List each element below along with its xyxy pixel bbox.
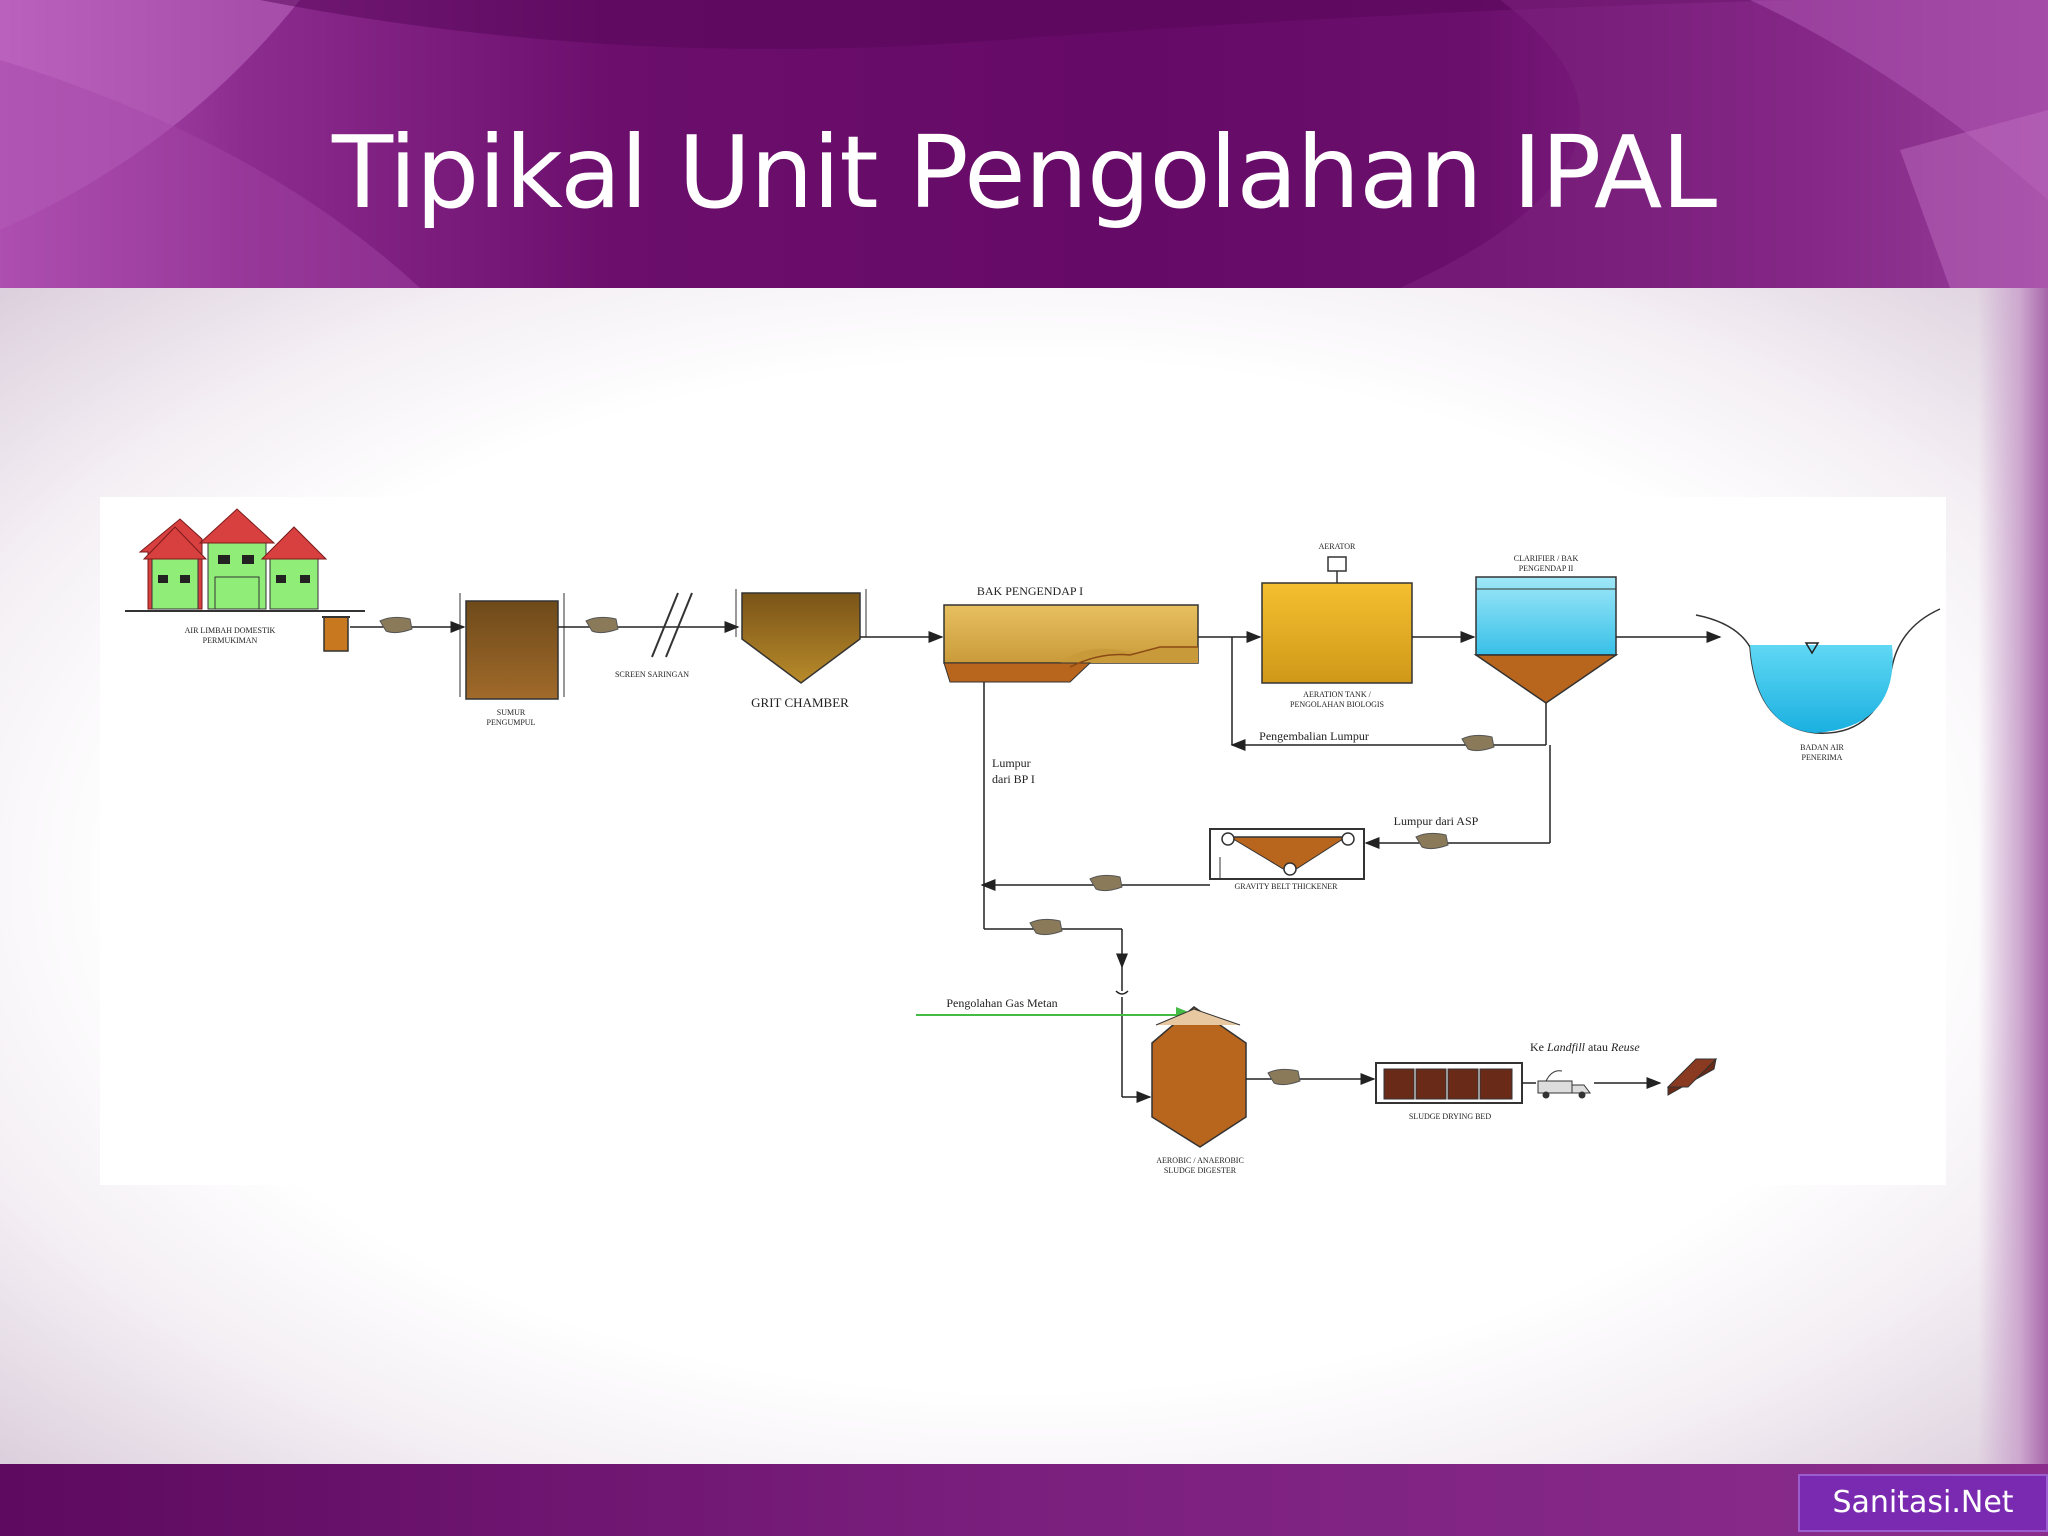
- bak-pengendap-1: [943, 604, 1199, 683]
- lumpur-bp-label: Lumpur: [992, 756, 1031, 770]
- screen-bar: [665, 592, 693, 658]
- badan-air-label: BADAN AIR: [1800, 743, 1844, 752]
- inlet-box: [323, 616, 349, 652]
- header-decoration: [0, 0, 2048, 288]
- pengembalian-label: Pengembalian Lumpur: [1259, 729, 1369, 743]
- thickener-label: GRAVITY BELT THICKENER: [1235, 882, 1339, 891]
- aeration-label: AERATION TANK /: [1303, 690, 1371, 699]
- source-label: AIR LIMBAH DOMESTIK: [185, 626, 276, 635]
- screen-label: SCREEN SARINGAN: [615, 670, 689, 679]
- sumur-pengumpul: [465, 600, 559, 700]
- sumur-label-2: PENGUMPUL: [487, 718, 536, 727]
- pump-icon: [379, 616, 413, 634]
- grit-label: GRIT CHAMBER: [751, 695, 849, 710]
- lumpur-bp-label-2: dari BP I: [992, 772, 1035, 786]
- houses-icon: [138, 508, 328, 610]
- aeration-tank: [1261, 582, 1413, 684]
- sludge-drying-bed: [1375, 1062, 1523, 1104]
- footer-bar: [0, 1464, 2048, 1536]
- gas-metan-label: Pengolahan Gas Metan: [946, 996, 1057, 1010]
- source-label-2: PERMUKIMAN: [203, 636, 258, 645]
- aerator-icon: [1327, 556, 1347, 572]
- slide-title: Tipikal Unit Pengolahan IPAL: [331, 114, 1717, 231]
- digester-label: AEROBIC / ANAEROBIC: [1156, 1156, 1244, 1165]
- pump-icon: [1029, 918, 1063, 936]
- clarifier-label-2: PENGENDAP II: [1519, 564, 1574, 573]
- header-banner: Tipikal Unit Pengolahan IPAL: [0, 0, 2048, 288]
- bak-pengendap-label: BAK PENGENDAP I: [977, 584, 1083, 598]
- water-level-icon: [1804, 642, 1820, 655]
- brand-badge: Sanitasi.Net: [1798, 1474, 2048, 1532]
- sumur-label: SUMUR: [497, 708, 526, 717]
- process-flow-svg: AIR LIMBAH DOMESTIK PERMUKIMAN SUMUR PEN…: [125, 508, 1941, 1175]
- pump-icon: [1415, 832, 1449, 850]
- pump-icon: [585, 616, 619, 634]
- sludge-digester: [1151, 1006, 1247, 1148]
- side-decoration: [1978, 288, 2048, 1464]
- landfill-label: Ke Landfill atau Reuse: [1530, 1040, 1640, 1054]
- digester-label-2: SLUDGE DIGESTER: [1164, 1166, 1237, 1175]
- process-diagram: AIR LIMBAH DOMESTIK PERMUKIMAN SUMUR PEN…: [100, 497, 1946, 1185]
- clarifier: [1473, 576, 1619, 704]
- gravity-belt-thickener: [1209, 828, 1365, 880]
- badan-air-label-2: PENERIMA: [1802, 753, 1843, 762]
- clarifier-label: CLARIFIER / BAK: [1514, 554, 1579, 563]
- screen-bar: [651, 592, 679, 658]
- lumpur-asp-label: Lumpur dari ASP: [1394, 814, 1479, 828]
- pump-icon: [1461, 734, 1495, 752]
- pump-icon: [1089, 874, 1123, 892]
- aeration-label-2: PENGOLAHAN BIOLOGIS: [1290, 700, 1384, 709]
- grit-chamber: [741, 592, 861, 684]
- aerator-label: AERATOR: [1319, 542, 1356, 551]
- truck-icon: [1537, 1070, 1591, 1099]
- drying-label: SLUDGE DRYING BED: [1409, 1112, 1491, 1121]
- pump-icon: [1267, 1068, 1301, 1086]
- receiving-water: [1695, 608, 1941, 734]
